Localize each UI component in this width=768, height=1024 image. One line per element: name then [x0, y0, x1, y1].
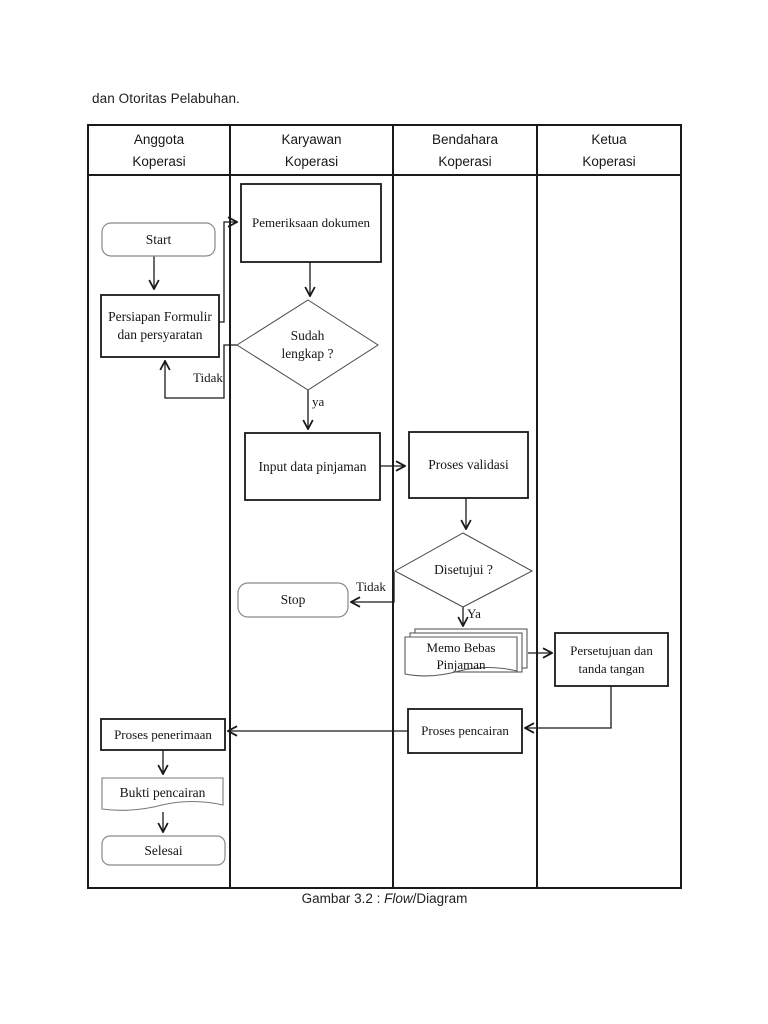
- stop-terminator-shape: [237, 582, 349, 618]
- edge-label-tidak-loop: Tidak: [193, 370, 223, 385]
- paragraph-text: dan Otoritas Pelabuhan.: [92, 91, 240, 106]
- swimlane-grid: [87, 124, 682, 889]
- figure-caption: Gambar 3.2 : Flow/Diagram: [88, 891, 681, 906]
- lane-header-line: Koperasi: [284, 154, 339, 169]
- lane-header-line: Koperasi: [582, 154, 636, 169]
- lane-header-line: Koperasi: [438, 154, 492, 169]
- lane-header-line: Ketua: [591, 132, 627, 147]
- memo-sheet-front: [404, 636, 518, 677]
- table-outer-border: [87, 124, 682, 889]
- disetujui-decision-shape: [393, 532, 534, 608]
- lane-header-line: Bendahara: [431, 132, 499, 147]
- persiapan-process-shape: [100, 294, 220, 358]
- proses-validasi-process-shape: [408, 431, 529, 499]
- edge-label-tidak-stop: Tidak: [356, 579, 386, 594]
- sudah-lengkap-decision-shape: [236, 299, 379, 391]
- caption-suffix: /Diagram: [412, 891, 468, 906]
- edge-persiapan-to-pemeriksaan: [219, 222, 237, 323]
- input-data-process-shape: [244, 432, 381, 501]
- edge-decision2-tidak-to-stop: [351, 572, 395, 602]
- lane-header-anggota: Anggota Koperasi: [88, 129, 230, 173]
- start-terminator-shape: [101, 222, 216, 257]
- node-shapes: [100, 183, 669, 866]
- persetujuan-process-shape: [554, 632, 669, 687]
- proses-pencairan-process-shape: [407, 708, 523, 754]
- edge-persetujuan-to-pencairan: [525, 686, 612, 728]
- lane-header-line: Koperasi: [132, 154, 186, 169]
- edge-label-ya-memo: Ya: [467, 606, 481, 621]
- edge-label-ya-lower: ya: [312, 394, 325, 409]
- lane-header-ketua: Ketua Koperasi: [537, 129, 681, 173]
- caption-italic-word: Flow: [384, 891, 413, 906]
- lane-header-karyawan: Karyawan Koperasi: [230, 129, 393, 173]
- pemeriksaan-process-shape: [240, 183, 382, 263]
- edge-decision1-tidak-to-persiapan: [165, 344, 237, 399]
- lane-header-line: Anggota: [133, 132, 185, 147]
- lane-header-line: Karyawan: [281, 132, 342, 147]
- bukti-pencairan-document-shape: [101, 777, 224, 811]
- selesai-terminator-shape: [101, 835, 226, 866]
- lane-header-bendahara: Bendahara Koperasi: [393, 129, 537, 173]
- proses-penerimaan-process-shape: [100, 718, 226, 751]
- connectors: [154, 222, 612, 832]
- caption-prefix: Gambar 3.2 :: [301, 891, 385, 906]
